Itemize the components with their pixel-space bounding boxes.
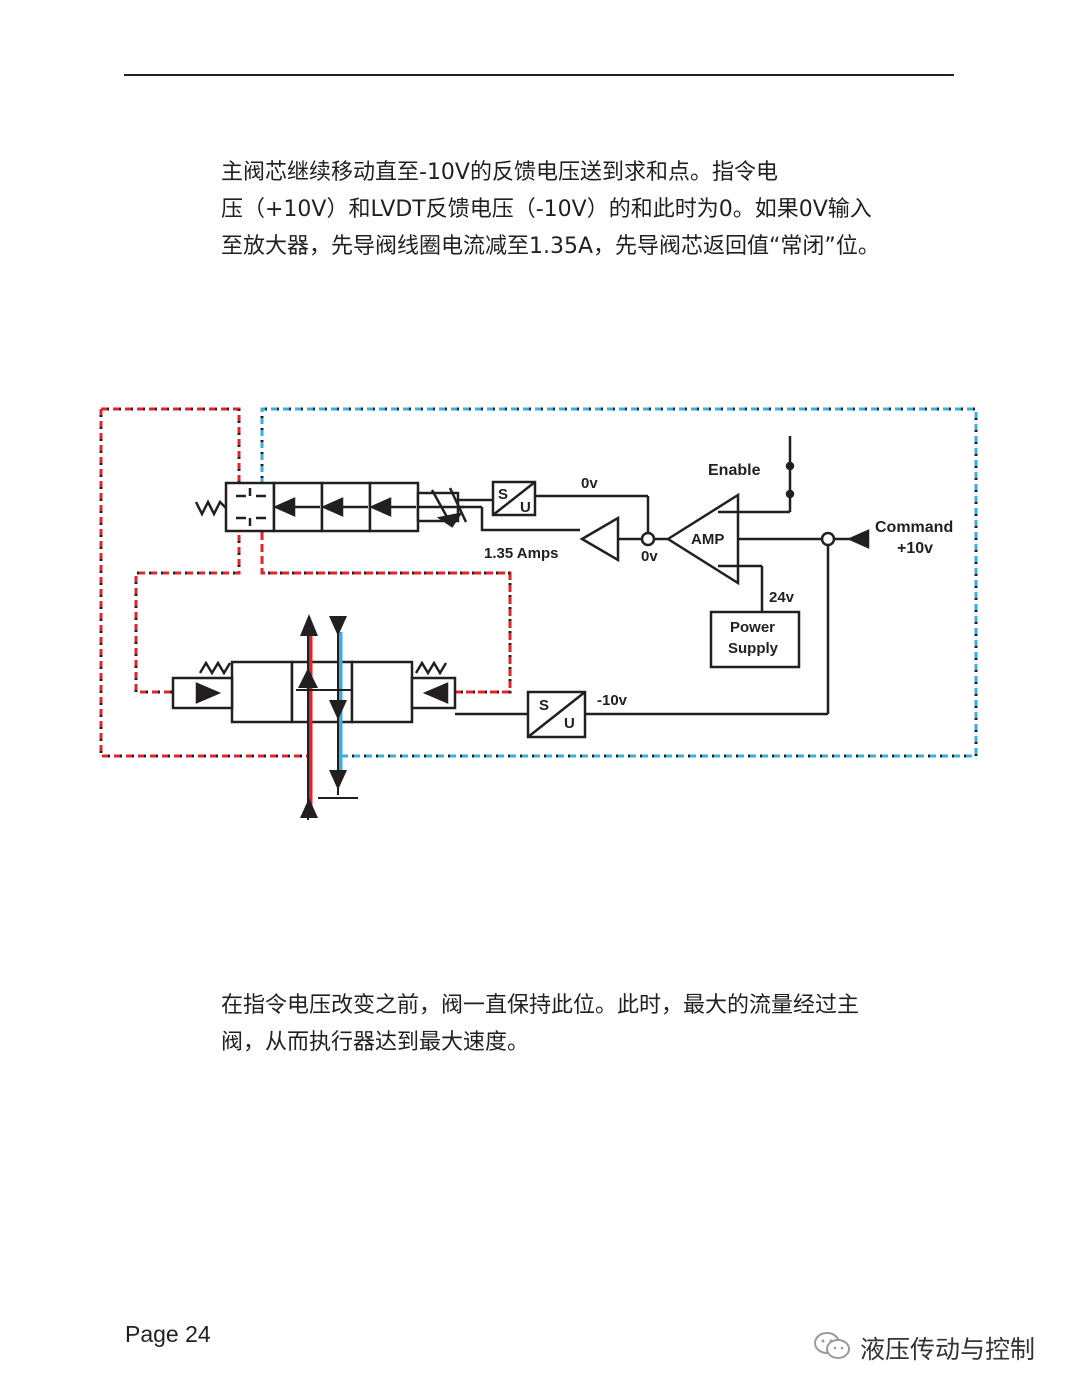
- su-bottom-s: S: [539, 697, 549, 714]
- tank-dashed-loop: [260, 407, 978, 758]
- voltage-0v-bottom: 0v: [641, 548, 658, 565]
- text-line: 压（+10V）和LVDT反馈电压（-10V）的和此时为0。如果0V输入: [221, 197, 872, 222]
- power-supply-line2: Supply: [728, 640, 779, 657]
- main-valve: [171, 660, 457, 724]
- su-top-s: S: [498, 486, 508, 503]
- watermark: 液压传动与控制: [812, 1330, 1035, 1366]
- paragraph-feedback: 主阀芯继续移动直至-10V的反馈电压送到求和点。指令电 压（+10V）和LVDT…: [221, 154, 880, 265]
- current-label: 1.35 Amps: [484, 545, 558, 562]
- header-rule: [124, 74, 954, 76]
- valve-circuit-diagram: Enable S U 0v 1.35 Amps 0v AMP Command +…: [99, 407, 978, 820]
- command-value: +10v: [897, 540, 933, 557]
- page-number: Page 24: [125, 1321, 211, 1347]
- enable-label: Enable: [708, 462, 761, 479]
- pressure-dashed-loop: [99, 407, 310, 758]
- amp-label: AMP: [691, 531, 724, 548]
- voltage-24v: 24v: [769, 589, 795, 606]
- text-line: 在指令电压改变之前，阀一直保持此位。此时，最大的流量经过主: [221, 993, 860, 1018]
- paragraph-max-flow: 在指令电压改变之前，阀一直保持此位。此时，最大的流量经过主 阀，从而执行器达到最…: [221, 987, 859, 1061]
- text-line: 主阀芯继续移动直至-10V的反馈电压送到求和点。指令电: [221, 160, 778, 185]
- flow-lines: [296, 614, 358, 820]
- wechat-icon: [812, 1330, 852, 1366]
- watermark-text: 液压传动与控制: [860, 1335, 1036, 1364]
- voltage-minus10: -10v: [597, 692, 628, 709]
- command-label: Command: [875, 519, 953, 536]
- su-bottom-u: U: [564, 715, 575, 732]
- text-line: 阀，从而执行器达到最大速度。: [221, 1030, 530, 1055]
- pilot-valve: [194, 481, 580, 533]
- voltage-0v-top: 0v: [581, 475, 598, 492]
- control-electronics: [455, 436, 870, 739]
- text-line: 至放大器，先导阀线圈电流减至1.35A，先导阀芯返回值“常闭”位。: [221, 234, 880, 259]
- su-top-u: U: [520, 499, 531, 516]
- power-supply-line1: Power: [730, 619, 775, 636]
